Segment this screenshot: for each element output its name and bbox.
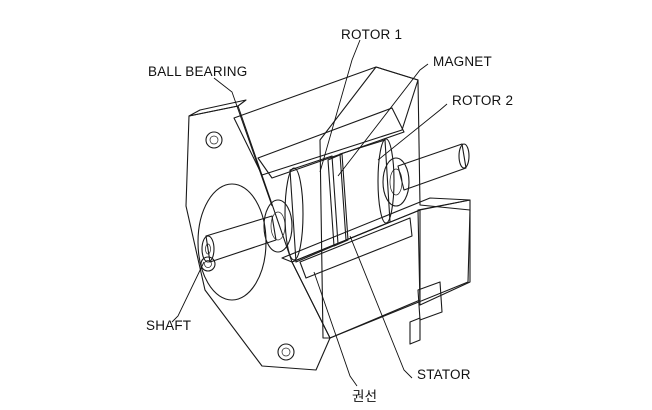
rotor-2-body	[339, 139, 391, 241]
leader-ball-bearing	[213, 77, 273, 207]
label-shaft: SHAFT	[146, 318, 191, 333]
leader-magnet	[337, 63, 429, 177]
leader-shaft	[171, 261, 205, 323]
lead-wire	[409, 317, 421, 345]
rotor-2-face	[377, 138, 395, 224]
rotor-1-body	[289, 155, 339, 263]
rear-bearing	[382, 157, 410, 207]
mounting-hole-bottom-left	[200, 256, 216, 272]
mounting-hole-top	[205, 131, 223, 149]
flange-edge	[188, 99, 247, 117]
rear-shaft-end	[458, 143, 470, 169]
rear-shaft	[397, 143, 467, 191]
lead-connector	[417, 281, 443, 321]
front-shaft	[205, 215, 277, 263]
label-winding: 권선	[352, 389, 377, 404]
label-rotor-1: ROTOR 1	[341, 27, 402, 42]
label-ball-bearing: BALL BEARING	[148, 64, 247, 79]
front-bearing	[263, 199, 293, 253]
leader-lines	[171, 39, 448, 387]
stator-block	[291, 209, 421, 339]
label-magnet: MAGNET	[433, 54, 492, 69]
motor-body	[185, 66, 471, 371]
flange-bore	[197, 183, 267, 301]
leader-winding	[313, 271, 358, 387]
mounting-hole-bottom-right	[277, 343, 295, 361]
stator-top-edge	[281, 197, 471, 263]
leader-rotor-2	[377, 103, 448, 161]
label-rotor-2: ROTOR 2	[452, 93, 513, 108]
housing-right-face	[417, 199, 471, 306]
rotor-assembly	[201, 138, 470, 263]
housing-cavity	[257, 107, 405, 179]
rotor-1-face	[284, 167, 304, 261]
leader-stator	[349, 235, 413, 379]
housing-right-side	[319, 66, 471, 339]
leader-rotor-1	[319, 39, 361, 173]
front-shaft-end	[201, 235, 215, 263]
front-flange	[185, 105, 331, 371]
stator-winding	[299, 217, 413, 279]
label-stator: STATOR	[417, 367, 471, 382]
magnet-body	[327, 153, 349, 247]
